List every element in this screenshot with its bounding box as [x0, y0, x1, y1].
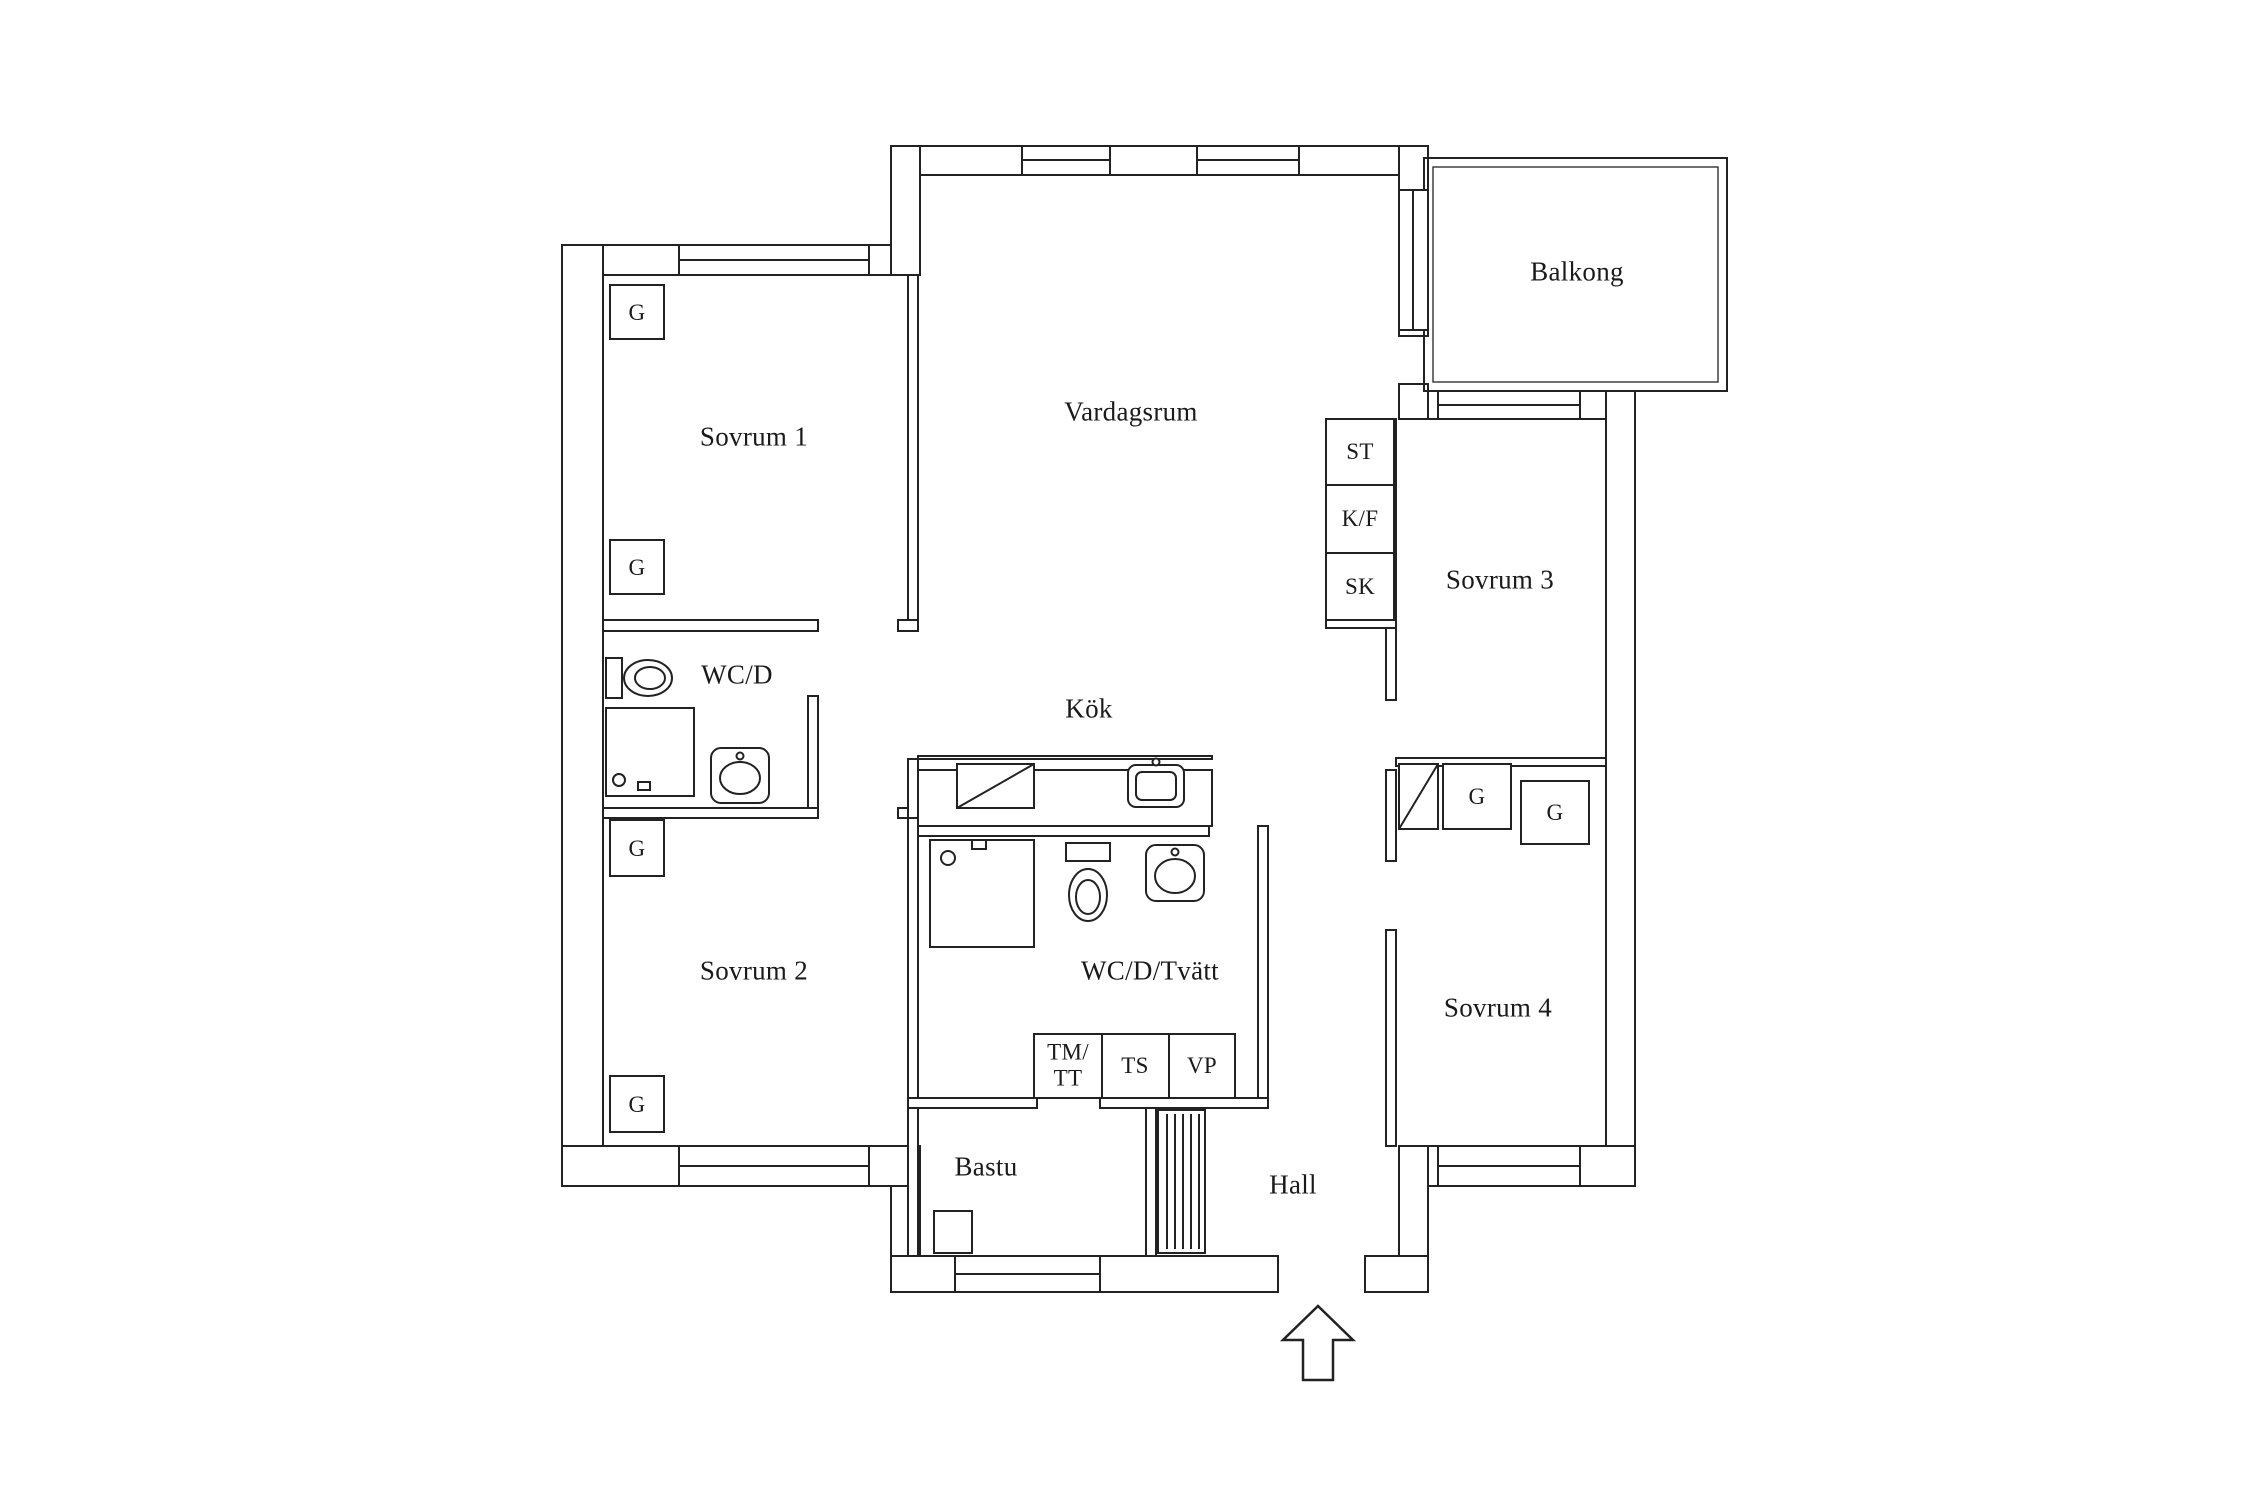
room-label-sovrum2: Sovrum 2 [699, 955, 809, 986]
sauna-heater [933, 1210, 973, 1254]
room-label-sovrum1: Sovrum 1 [699, 421, 809, 452]
closet-label-g: G [1468, 784, 1486, 809]
window-sovrum3 [1437, 390, 1581, 420]
window-sovrum2 [678, 1145, 870, 1187]
closet-label-g: G [628, 1092, 646, 1117]
closet-box [609, 1075, 665, 1133]
kitchen-counter [917, 755, 1213, 827]
entrance-arrow-icon [1279, 1304, 1357, 1382]
appliance-label-vp: VP [1186, 1053, 1218, 1078]
appliance-label-ts: TS [1121, 1053, 1149, 1078]
cooktop-icon [956, 763, 1035, 809]
closet-label-g: G [628, 300, 646, 325]
closet-label-g: G [628, 836, 646, 861]
closet-box [1520, 780, 1590, 845]
closet-box [609, 284, 665, 340]
wcd-fixtures [605, 657, 770, 804]
room-label-wcd: WC/D [701, 659, 773, 690]
interior-walls [602, 274, 1607, 1257]
hatched-cabinet [1398, 763, 1439, 830]
shower-icon [929, 839, 1035, 948]
room-label-sovrum3: Sovrum 3 [1445, 564, 1555, 595]
toilet-icon [1065, 842, 1111, 922]
dryer-box [1101, 1033, 1170, 1099]
closet-box [1442, 763, 1512, 830]
window-vardagsrum-left [1021, 145, 1111, 176]
appliance-label-tm-tt: TM/ TT [1047, 1040, 1089, 1093]
closet-box [609, 539, 665, 595]
fridge-freezer-label: K/F [1341, 506, 1379, 531]
closet-label-g: G [1546, 800, 1564, 825]
sink-icon [710, 747, 770, 804]
room-label-bastu: Bastu [954, 1151, 1018, 1182]
toilet-icon [605, 657, 673, 699]
shower-icon [605, 707, 695, 797]
window-vardagsrum-right [1196, 145, 1300, 176]
room-label-hall: Hall [1269, 1169, 1317, 1200]
closet-box [609, 819, 665, 877]
wcd-tvatt-fixtures [929, 839, 1205, 948]
fridge-freezer-box [1325, 484, 1395, 554]
window-sovrum4 [1437, 1145, 1581, 1187]
room-label-sovrum4: Sovrum 4 [1443, 992, 1553, 1023]
window-sovrum1 [678, 244, 870, 276]
window-bastu [954, 1255, 1101, 1293]
washer-dryer-box [1033, 1033, 1103, 1099]
storage-st-box [1325, 418, 1395, 486]
cabinet-label-sk: SK [1344, 574, 1376, 599]
appliance-label-tm-line1: TM/ [1047, 1039, 1089, 1065]
appliance-label-tm-line2: TT [1053, 1066, 1083, 1091]
heatpump-box [1168, 1033, 1236, 1099]
windows [678, 145, 1581, 1293]
closet-label-g: G [628, 555, 646, 580]
room-label-wcd-tvatt: WC/D/Tvätt [1081, 955, 1219, 986]
storage-label-st: ST [1346, 439, 1374, 464]
room-label-kok: Kök [1065, 693, 1113, 724]
room-label-vardagsrum: Vardagsrum [1064, 396, 1198, 427]
window-balcony-wall [1398, 189, 1429, 331]
room-label-balkong: Balkong [1530, 256, 1624, 287]
radiator-shaft [1157, 1109, 1206, 1254]
cabinet-sk-box [1325, 552, 1395, 621]
kitchen-sink-icon [1127, 757, 1185, 808]
sink-icon [1145, 844, 1205, 902]
closets [609, 284, 1590, 1133]
